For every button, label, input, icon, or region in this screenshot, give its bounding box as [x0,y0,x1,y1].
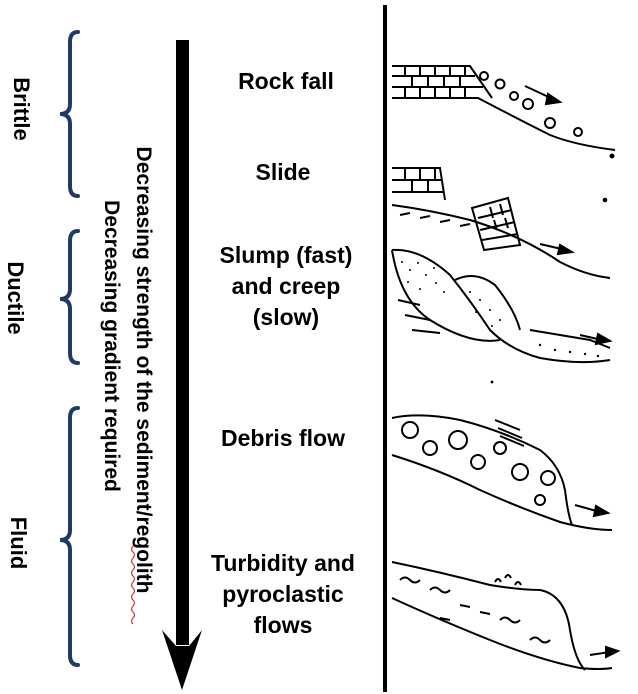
category-brackets [59,30,80,667]
fluid-bracket [59,406,80,667]
rock-fall-sketch [392,65,616,159]
turbidity-sketch [391,561,621,671]
slump-sketch [391,248,613,364]
process-turbidity-pyroclastic: Turbidity and pyroclastic flows [211,550,355,638]
speck [490,380,494,384]
process-slide: Slide [255,159,311,185]
spellcheck-underline [130,539,136,625]
slump-stipple [401,261,600,358]
process-debris-flow: Debris flow [221,425,345,451]
category-brittle: Brittle [9,77,34,141]
category-fluid: Fluid [6,516,31,570]
ductile-bracket [59,229,80,365]
strength-axis-label: Decreasing strength of the sediment/rego… [132,146,155,594]
decreasing-arrow [162,40,202,690]
gradient-axis-label: Decreasing gradient required [100,200,123,492]
debris-flow-sketch [391,414,613,531]
category-ductile: Ductile [3,261,28,335]
process-rock-fall: Rock fall [238,68,334,94]
process-slump-creep: Slump (fast) and creep (slow) [219,242,353,330]
slide-sketch [391,167,611,279]
brittle-bracket [59,30,80,198]
